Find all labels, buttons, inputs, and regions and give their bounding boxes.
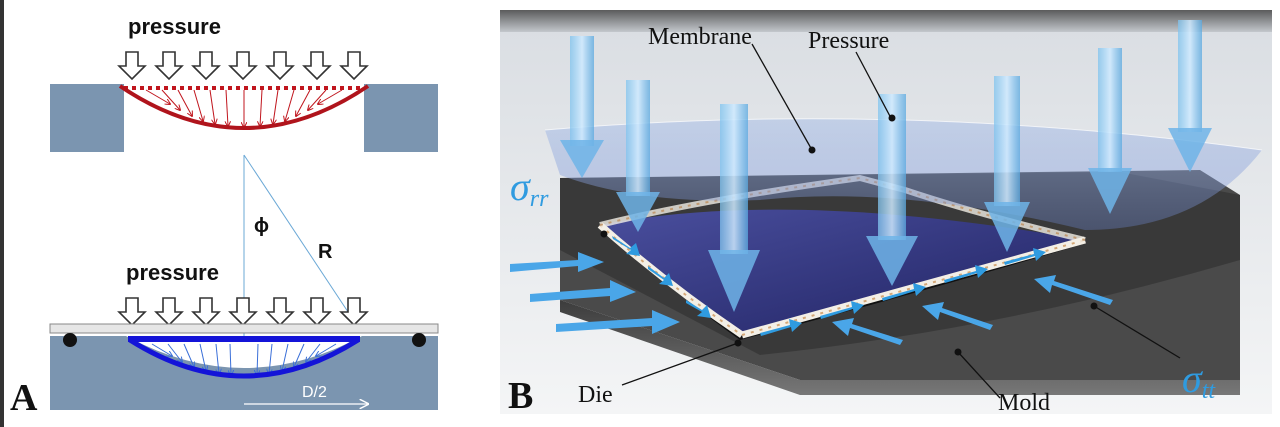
pressure-arrow bbox=[560, 36, 604, 178]
left-pivot bbox=[63, 333, 77, 347]
panel-b-letter: B bbox=[508, 375, 533, 417]
sigma-rr-label: σrr bbox=[510, 164, 549, 212]
pressure-pointer-dot bbox=[888, 114, 896, 122]
sigma-tt-symbol: σ bbox=[1182, 356, 1203, 401]
die-pads-right bbox=[741, 239, 1086, 336]
bottom-pressure-label: pressure bbox=[126, 260, 219, 285]
bottom-deflection-arrows bbox=[151, 343, 337, 375]
flat-membrane-bottom bbox=[128, 336, 360, 342]
deflected-membrane-bottom bbox=[128, 337, 360, 379]
mold-cavity bbox=[126, 336, 362, 368]
pressure-arrow bbox=[1088, 48, 1132, 214]
panel-a: pressure bbox=[10, 14, 439, 419]
angle-label: ϕ bbox=[254, 215, 269, 237]
sigma-rr-pointer-dot bbox=[600, 230, 608, 238]
mold-pointer-dot bbox=[954, 348, 962, 356]
sigma-tt-label: σtt bbox=[1182, 356, 1216, 404]
half-diameter-label: D/2 bbox=[302, 384, 327, 401]
pressure-arrows-3d bbox=[560, 20, 1212, 312]
leader-lines bbox=[621, 43, 1181, 399]
tangential-stress-arrows bbox=[832, 275, 1113, 345]
panel-a-letter: A bbox=[10, 377, 38, 419]
mold-base bbox=[50, 336, 438, 410]
bottom-pressure-arrows bbox=[118, 297, 368, 326]
sigma-tt-subscript: tt bbox=[1202, 378, 1217, 404]
deflected-membrane-top bbox=[118, 84, 370, 130]
panel-b-top-shade bbox=[500, 10, 1272, 32]
mold-side bbox=[560, 300, 1240, 395]
panel-b: Membrane Pressure Die Mold σrr σtt B bbox=[500, 10, 1272, 417]
pressure-arrow bbox=[1168, 20, 1212, 172]
membrane-label: Membrane bbox=[648, 24, 752, 50]
left-edge bbox=[0, 0, 4, 427]
pressure-arrow bbox=[708, 104, 760, 312]
die-pointer-dot bbox=[734, 339, 742, 347]
left-support-block bbox=[50, 84, 124, 152]
pressure-label: Pressure bbox=[808, 28, 889, 54]
sigma-tt-pointer-dot bbox=[1090, 302, 1098, 310]
radial-stress-arrows bbox=[510, 252, 680, 334]
top-deflection-arrows bbox=[145, 89, 343, 127]
right-support-block bbox=[364, 84, 438, 152]
sigma-rr-symbol: σ bbox=[510, 164, 531, 209]
top-pressure-label: pressure bbox=[128, 14, 221, 39]
right-pivot bbox=[412, 333, 426, 347]
mold-label: Mold bbox=[998, 390, 1050, 416]
clamp-plate bbox=[49, 323, 439, 334]
radius-label: R bbox=[318, 241, 333, 263]
die-edge-stress-arrows bbox=[612, 236, 1046, 336]
sigma-rr-subscript: rr bbox=[530, 186, 549, 212]
top-pressure-arrows bbox=[118, 51, 368, 80]
membrane-pointer-dot bbox=[808, 146, 816, 154]
die-label: Die bbox=[578, 382, 613, 408]
pressure-arrow bbox=[984, 76, 1030, 252]
pressure-arrow bbox=[616, 80, 660, 232]
